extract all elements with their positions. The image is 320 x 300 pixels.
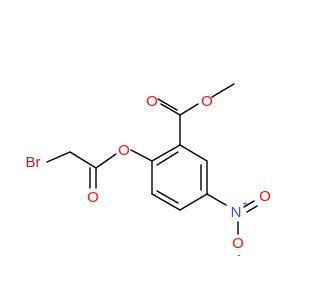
- ring-bond-6: [151, 144, 181, 162]
- atom-n-nitro: N: [231, 204, 242, 221]
- bond-aryl-o-acyl-carbon: [95, 153, 117, 169]
- ring-bond-6-inner: [156, 151, 179, 166]
- bond-acyl-ch2: [69, 151, 97, 169]
- bond-ring-aryl-o: [130, 149, 153, 162]
- atom-o-nitro-double: O: [259, 188, 271, 205]
- molecule-structure: O O O O Br N + O O -: [26, 83, 271, 262]
- ring-bond-4: [151, 193, 181, 211]
- bond-n-o-double-a: [243, 200, 255, 208]
- bond-n-o-double-b: [246, 205, 258, 213]
- ring-bond-1: [179, 144, 208, 162]
- bond-ester-o: [179, 103, 199, 116]
- charge-n-plus: +: [242, 200, 248, 211]
- bond-ester-carbonyl-b: [157, 98, 178, 111]
- bond-ch2-br: [46, 151, 71, 163]
- ring-bond-4-inner: [156, 190, 179, 204]
- bond-o-methyl: [211, 83, 235, 98]
- atom-o-aryl-ether: O: [118, 142, 130, 159]
- ring-bond-3: [179, 193, 208, 211]
- charge-o-minus: -: [237, 251, 240, 262]
- atom-o-methoxy: O: [201, 93, 213, 110]
- bond-ester-carbonyl-a: [160, 103, 181, 116]
- bond-ring-n: [206, 193, 227, 206]
- atom-br: Br: [26, 154, 41, 171]
- atom-o-carbonyl-ester: O: [146, 93, 158, 110]
- atom-o-carbonyl-acyl: O: [87, 189, 99, 206]
- atom-o-nitro-anion: O: [232, 235, 244, 252]
